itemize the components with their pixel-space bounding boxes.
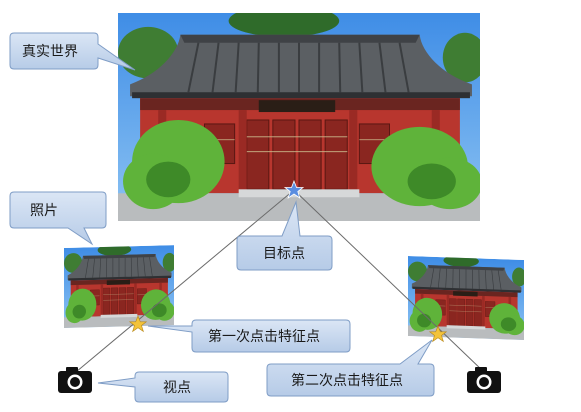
photo-view-2 [408,256,524,341]
ray-left [75,189,295,373]
callout-target-point: 目标点 [236,200,333,271]
camera-icon [58,367,92,393]
callout-second-click: 第二次点击特征点 [266,339,435,397]
blue-star-marker [283,179,305,199]
camera-icon [467,367,501,393]
label-photo: 照片 [30,203,58,219]
label-real-world: 真实世界 [22,44,78,60]
label-first-click: 第一次点击特征点 [208,328,320,345]
photo-view-1 [64,245,174,328]
yellow-star-marker [128,315,148,333]
label-viewpoint: 视点 [163,380,191,396]
callout-real-world: 真实世界 [9,32,136,71]
callout-viewpoint: 视点 [97,371,229,403]
callout-first-click: 第一次点击特征点 [147,319,351,353]
ray-right [293,189,485,373]
callout-photo: 照片 [9,191,107,246]
real-world-photo [118,13,480,221]
label-target-point: 目标点 [263,246,305,262]
label-second-click: 第二次点击特征点 [291,372,403,389]
yellow-star-marker [428,325,448,343]
projection-rays [75,189,485,373]
